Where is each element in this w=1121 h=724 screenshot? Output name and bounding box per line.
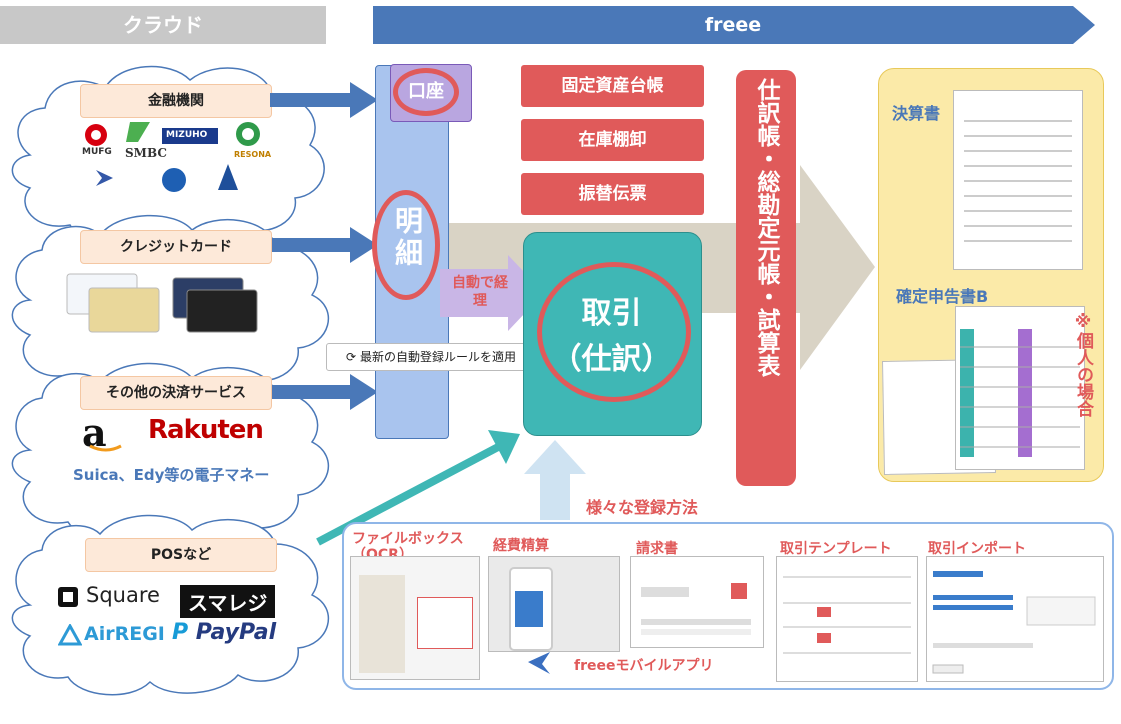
smbc-label: SMBC: [125, 146, 167, 160]
individual-note: ※個人の場合: [1073, 312, 1093, 417]
credit-card-images: [66, 273, 258, 333]
tax-return-label: 確定申告書B: [896, 287, 989, 306]
credit-card-label: クレジットカード: [80, 230, 272, 264]
amazon-smile-icon: [89, 444, 122, 452]
bank-logo-3: [162, 168, 186, 192]
ledger-label: 仕訳帳・総勘定元帳・試算表: [753, 78, 779, 377]
transaction-label: 取引: [581, 296, 642, 331]
fixed-assets-box: 固定資産台帳: [521, 65, 704, 107]
auto-arrow: [440, 255, 544, 331]
account-label: 口座: [393, 68, 459, 116]
journal-label: （仕訳）: [551, 342, 672, 377]
filebox-thumbnail[interactable]: [350, 556, 480, 680]
resona-label: RESONA: [234, 150, 272, 159]
bank-logo-2: [96, 170, 113, 186]
airregi-logo: AirREGI: [84, 623, 165, 645]
registration-title: 様々な登録方法: [586, 498, 699, 517]
ledger-box: [736, 70, 796, 486]
template-label: 取引テンプレート: [780, 541, 892, 557]
refresh-icon: ⟳: [346, 350, 357, 364]
invoice-label: 請求書: [636, 541, 678, 557]
registration-up-arrow: [524, 440, 586, 520]
auto-label: 自動で経理: [452, 275, 508, 309]
inventory-box: 在庫棚卸: [521, 119, 704, 161]
mobile-label: freeeモバイルアプリ: [574, 658, 714, 674]
import-label: 取引インポート: [928, 541, 1026, 557]
settlement-label: 決算書: [892, 104, 941, 123]
pos-label: POSなど: [85, 538, 277, 572]
tax-return-document-image: [955, 306, 1085, 470]
transfer-slip-box: 振替伝票: [521, 173, 704, 215]
expense-label: 経費精算: [493, 538, 549, 554]
emoney-text: Suica、Edy等の電子マネー: [73, 466, 270, 484]
mufg-logo: [85, 124, 107, 146]
smbc-logo: [126, 122, 150, 142]
smaregi-logo: スマレジ: [180, 585, 276, 618]
cloud-header: クラウド: [0, 6, 326, 44]
mizuho-label: MIZUHO: [166, 130, 208, 140]
bank-logo-4: [218, 164, 238, 190]
bank-label: 金融機関: [80, 84, 272, 118]
statement-label: 明細: [391, 206, 424, 270]
bank-logos: [85, 122, 260, 192]
source-arrows: [270, 82, 378, 410]
template-thumbnail[interactable]: [776, 556, 918, 682]
airregi-icon: [58, 624, 82, 646]
expense-thumbnail[interactable]: [488, 556, 620, 652]
square-icon: [58, 587, 78, 607]
freee-header-arrow: [373, 6, 1095, 44]
import-thumbnail[interactable]: [926, 556, 1104, 682]
apply-rule-label: 最新の自動登録ルールを適用: [359, 350, 516, 364]
mufg-label: MUFG: [82, 147, 112, 157]
other-payment-label: その他の決済サービス: [80, 376, 272, 410]
settlement-document-image: [953, 90, 1083, 270]
freee-mobile-icon: [528, 652, 550, 674]
transaction-highlight-ring: [537, 262, 691, 402]
invoice-thumbnail[interactable]: [630, 556, 764, 648]
paypal-logo: P PayPal: [172, 620, 277, 645]
freee-header: freee: [704, 14, 762, 36]
paypal-label: PayPal: [195, 620, 277, 645]
rakuten-logo: Rakuten: [148, 415, 264, 445]
square-logo: Square: [86, 583, 160, 607]
mizuho-logo: [162, 128, 218, 144]
apply-rule-button[interactable]: ⟳ 最新の自動登録ルールを適用: [326, 343, 536, 371]
resona-logo: [236, 122, 260, 146]
statement-highlight-ring: [372, 190, 440, 300]
